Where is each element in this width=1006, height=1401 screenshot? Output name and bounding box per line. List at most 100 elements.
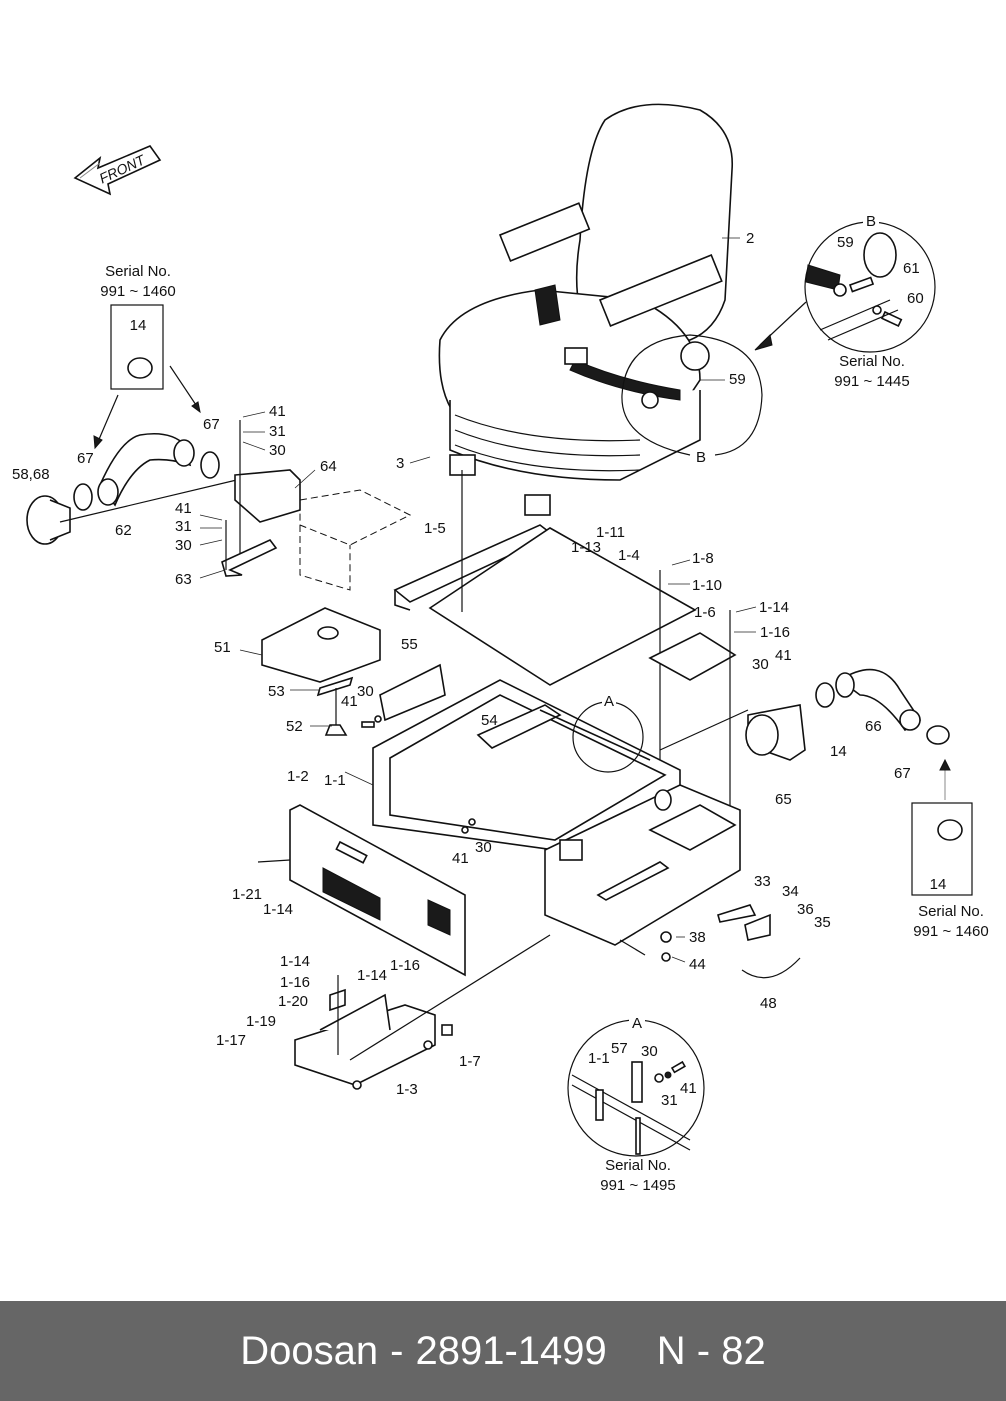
detail-a-letter: A bbox=[628, 1016, 646, 1031]
serial-title: Serial No. bbox=[918, 903, 984, 920]
seat-stand-frame bbox=[372, 679, 741, 946]
callout-67-right: 67 bbox=[894, 765, 911, 782]
callout-a-57: 57 bbox=[611, 1040, 628, 1057]
callout-a-41: 41 bbox=[680, 1080, 697, 1097]
left-serial-note: Serial No. 991 ~ 1460 bbox=[100, 262, 176, 302]
callout-59-main: 59 bbox=[729, 371, 746, 388]
serial-title: Serial No. bbox=[839, 353, 905, 370]
callout-67-mid: 67 bbox=[203, 416, 220, 433]
callout-35: 35 bbox=[814, 914, 831, 931]
detail-a-marker-label: A bbox=[602, 693, 617, 710]
callout-30-right: 30 bbox=[752, 656, 769, 673]
callout-1-17: 1-17 bbox=[216, 1032, 247, 1049]
callout-55: 55 bbox=[401, 636, 418, 653]
brand-name: Doosan bbox=[240, 1328, 379, 1373]
part-number: 2891-1499 bbox=[415, 1328, 607, 1373]
callout-1-5: 1-5 bbox=[424, 520, 446, 537]
callout-a-30: 30 bbox=[641, 1043, 658, 1060]
left-clamp-serial-box bbox=[93, 304, 201, 450]
operator-seat bbox=[438, 103, 733, 516]
right-serial-note: Serial No. 991 ~ 1460 bbox=[913, 902, 989, 942]
callout-1-4: 1-4 bbox=[618, 547, 640, 564]
page-code: N - 82 bbox=[656, 1328, 766, 1373]
right-duct-assembly bbox=[659, 668, 973, 896]
parts-diagram: Serial No. 991 ~ 1460 14 Serial No. 991 … bbox=[12, 103, 989, 1196]
callout-30-upper: 30 bbox=[269, 442, 286, 459]
callout-30-lower: 30 bbox=[175, 537, 192, 554]
front-arrow-icon bbox=[73, 145, 162, 196]
callout-41-frame: 41 bbox=[452, 850, 469, 867]
callout-1-14-upper: 1-14 bbox=[759, 599, 790, 616]
callout-36: 36 bbox=[797, 901, 814, 918]
callout-1-6: 1-6 bbox=[694, 604, 716, 621]
callout-1-20: 1-20 bbox=[278, 993, 309, 1010]
callout-1-11: 1-11 bbox=[596, 524, 625, 541]
callout-41-upper: 41 bbox=[269, 403, 286, 420]
callout-14-right: 14 bbox=[830, 743, 847, 760]
callout-1-14-panel-lower: 1-14 bbox=[357, 967, 388, 984]
callout-1-14-panel: 1-14 bbox=[263, 901, 294, 918]
footer-separator: - bbox=[390, 1328, 404, 1373]
callout-44: 44 bbox=[689, 956, 706, 973]
leader-lines bbox=[199, 237, 757, 963]
callout-1-16-panel: 1-16 bbox=[390, 957, 421, 974]
serial-range: 991 ~ 1460 bbox=[100, 283, 176, 300]
callout-a-1-1: 1-1 bbox=[588, 1050, 610, 1067]
callout-30-frame: 30 bbox=[475, 839, 492, 856]
callout-14-right-box: 14 bbox=[929, 876, 947, 893]
callout-66: 66 bbox=[865, 718, 882, 735]
callout-1-7: 1-7 bbox=[459, 1053, 481, 1070]
callout-2: 2 bbox=[746, 230, 755, 247]
callout-53: 53 bbox=[268, 683, 285, 700]
callout-1-19: 1-19 bbox=[246, 1013, 277, 1030]
callout-51: 51 bbox=[214, 639, 231, 656]
callout-54: 54 bbox=[481, 712, 498, 729]
callout-1-8: 1-8 bbox=[692, 550, 714, 567]
detail-a-serial-note: Serial No. 991 ~ 1495 bbox=[600, 1156, 676, 1196]
callout-52: 52 bbox=[286, 718, 303, 735]
storage-box bbox=[294, 934, 551, 1090]
callout-64: 64 bbox=[320, 458, 337, 475]
latch-and-harness bbox=[619, 904, 801, 979]
seat-mounting-plates bbox=[393, 470, 737, 830]
footer-banner: Doosan - 2891-1499 N - 82 bbox=[0, 1301, 1006, 1401]
serial-range: 991 ~ 1460 bbox=[913, 923, 989, 940]
duct-51-assembly bbox=[261, 607, 446, 736]
callout-65: 65 bbox=[775, 791, 792, 808]
detail-b-marker-label: B bbox=[696, 449, 707, 466]
callout-1-2: 1-2 bbox=[287, 768, 309, 785]
callout-30-duct: 30 bbox=[357, 683, 374, 700]
callout-67-left: 67 bbox=[77, 450, 94, 467]
serial-title: Serial No. bbox=[105, 263, 171, 280]
callout-1-13: 1-13 bbox=[571, 539, 602, 556]
callout-41-lower: 41 bbox=[175, 500, 192, 517]
callout-33: 33 bbox=[754, 873, 771, 890]
callout-1-21: 1-21 bbox=[232, 886, 263, 903]
detail-b-marker bbox=[621, 334, 763, 456]
detail-b-serial-note: Serial No. 991 ~ 1445 bbox=[834, 352, 910, 392]
callout-1-3: 1-3 bbox=[396, 1081, 418, 1098]
callout-31-upper: 31 bbox=[269, 423, 286, 440]
detail-b-letter: B bbox=[862, 214, 880, 229]
callout-34: 34 bbox=[782, 883, 799, 900]
callout-48: 48 bbox=[760, 995, 777, 1012]
serial-title: Serial No. bbox=[605, 1157, 671, 1174]
front-panel bbox=[257, 804, 466, 977]
callout-31-lower: 31 bbox=[175, 518, 192, 535]
left-duct-assembly bbox=[26, 420, 412, 591]
exploded-view-drawing bbox=[26, 103, 973, 1157]
callout-b-61: 61 bbox=[903, 260, 920, 277]
callout-a-31: 31 bbox=[661, 1092, 678, 1109]
serial-range: 991 ~ 1495 bbox=[600, 1177, 676, 1194]
callout-1-10: 1-10 bbox=[692, 577, 723, 594]
callout-58-68: 58,68 bbox=[12, 466, 50, 483]
detail-a-inset bbox=[567, 1019, 705, 1157]
callout-1-16-box: 1-16 bbox=[280, 974, 311, 991]
serial-range: 991 ~ 1445 bbox=[834, 373, 910, 390]
callout-63: 63 bbox=[175, 571, 192, 588]
callout-38: 38 bbox=[689, 929, 706, 946]
callout-b-60: 60 bbox=[907, 290, 924, 307]
callout-b-59: 59 bbox=[837, 234, 854, 251]
callout-1-16-upper: 1-16 bbox=[760, 624, 791, 641]
callout-62: 62 bbox=[115, 522, 132, 539]
